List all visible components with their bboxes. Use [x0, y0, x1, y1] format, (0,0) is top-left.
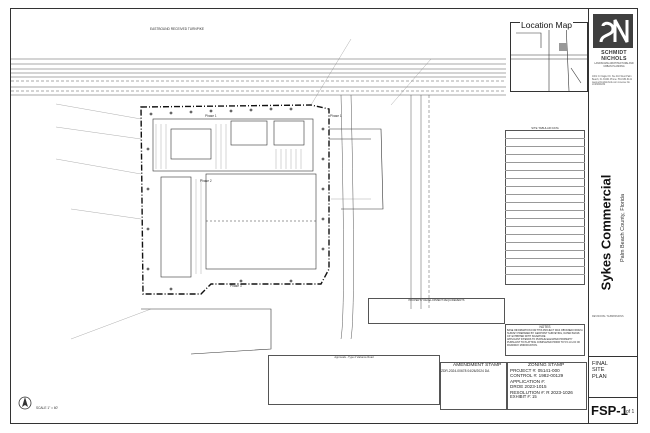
firm-logo — [593, 14, 633, 48]
turnpike-label: EASTBOUND RECEIVED TURNPIKE — [150, 27, 204, 31]
table-row — [505, 274, 585, 275]
zoning-droe: DROE 2023-1015 — [510, 384, 547, 390]
notes-box: NOTES BASE INFORMATION FOR THIS PROJECT … — [505, 324, 585, 356]
table-row — [505, 146, 585, 147]
table-row — [505, 170, 585, 171]
property-requirements-table — [368, 298, 505, 324]
notes-line-3: APPLICANT INTENDS TO PURSUE ELEVATED PRO… — [507, 338, 581, 347]
project-location: Palm Beach County, Florida — [620, 193, 626, 263]
sheet-name-line2: SITE — [592, 367, 605, 374]
site-data-table — [505, 130, 585, 285]
divider — [588, 397, 638, 398]
firm-logo-icon — [593, 14, 633, 48]
site-location-marker — [559, 43, 567, 51]
sheet-name: FINAL SITE PLAN — [592, 361, 636, 380]
notes-line-2: CP: EXHIBITED WITH SIGNATURE — [507, 335, 546, 338]
table-row — [505, 234, 585, 235]
table-row — [505, 186, 585, 187]
zoning-control: CONTROL #: 1982-00129 — [510, 373, 564, 379]
approvals-table-title: Approvals - Type 2 Variance Road — [334, 356, 374, 359]
table-row — [505, 242, 585, 243]
north-arrow-icon — [18, 396, 32, 410]
phase3-label: Phase 3 — [230, 284, 242, 288]
table-row — [505, 218, 585, 219]
approvals-table — [268, 355, 440, 405]
divider — [588, 356, 638, 357]
zoning-stamp-body-2: EXHIBIT #: 15 — [510, 394, 537, 400]
firm-name-line1: SCHMIDT — [601, 50, 627, 56]
sheet-border — [10, 8, 638, 424]
table-row — [505, 178, 585, 179]
site-plan-drawing — [11, 38, 506, 355]
notes-title: NOTES — [539, 325, 551, 329]
location-map-title: Location Map — [520, 20, 574, 30]
firm-name: SCHMIDT NICHOLS — [592, 50, 636, 62]
sheet-of: of 1 — [626, 409, 635, 415]
title-block — [588, 8, 638, 424]
table-row — [505, 266, 585, 267]
zoning-stamp-title: ZONING STAMP — [528, 363, 565, 368]
zoning-resolution: RESOLUTION #: R 2023-1026 — [510, 389, 573, 395]
sheet-number: FSP-1 — [591, 403, 628, 418]
amendment-stamp-title: AMENDMENT STAMP — [453, 363, 502, 368]
zoning-stamp-box — [507, 362, 587, 410]
table-row — [505, 138, 585, 139]
table-row — [505, 154, 585, 155]
project-title: Sykes Commercial — [598, 174, 614, 291]
phase1-label-east: Phase 1 — [330, 114, 342, 118]
sheet-name-line1: FINAL — [592, 361, 608, 367]
location-map — [510, 22, 588, 92]
firm-name-line2: NICHOLS — [601, 56, 627, 62]
table-row — [505, 202, 585, 203]
firm-tagline: LANDSCAPE ARCHITECTURE AND URBAN PLANNIN… — [594, 62, 634, 68]
amendment-stamp-box — [440, 362, 507, 410]
scale-label: SCALE 1" = 60' — [36, 406, 59, 410]
notes-line-1: BASE INFORMATION FOR THIS PROJECT WAS OB… — [507, 329, 583, 335]
revisions-label: REVISIONS / SUBMISSIONS — [592, 315, 624, 318]
amendment-stamp-text: ZDR-2024-00678 04/26/2024 DA — [441, 369, 490, 373]
zoning-exhibit: EXHIBIT #: 15 — [510, 394, 537, 399]
zoning-stamp-body: PROJECT #: 05141-000 CONTROL #: 1982-001… — [510, 368, 573, 395]
firm-address: 1001 N. Flagler Dr. Ste 410 West Palm Be… — [592, 76, 633, 87]
table-row — [505, 194, 585, 195]
table-row — [505, 210, 585, 211]
sheet-name-line3: PLAN — [592, 373, 607, 380]
location-map-graphic — [511, 22, 587, 92]
phase2-label: Phase 2 — [200, 179, 212, 183]
zoning-project: PROJECT #: 05141-000 — [510, 368, 560, 373]
table-row — [505, 250, 585, 251]
site-data-title: SITE TABULAR DATA — [531, 126, 559, 130]
zoning-application: APPLICATION #: — [510, 378, 546, 384]
table-row — [505, 258, 585, 259]
property-requirements-title: PROPERTY DEVELOPMENT REQUIREMENTS — [408, 299, 465, 302]
table-row — [505, 226, 585, 227]
phase1-label: Phase 1 — [205, 114, 217, 118]
table-row — [505, 162, 585, 163]
